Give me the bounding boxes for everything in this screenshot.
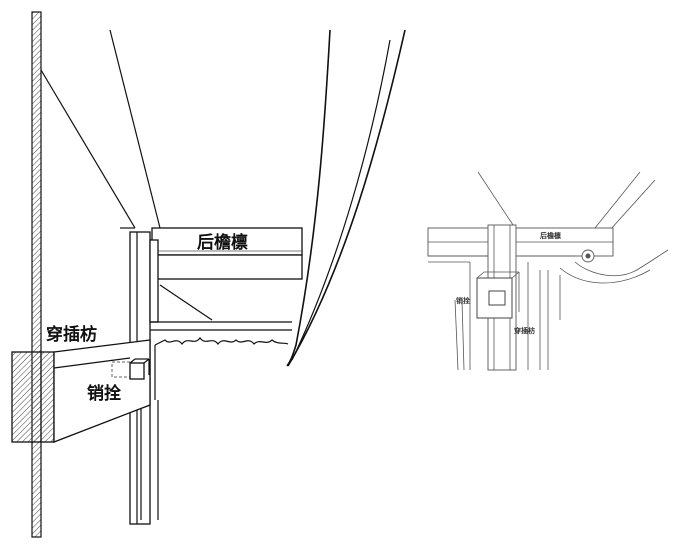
- label-rear-eave-purlin: 后檐檩: [197, 232, 248, 253]
- inset-label-rear-eave-purlin: 后檐檩: [540, 231, 561, 240]
- label-pin: 销拴: [87, 383, 121, 404]
- pin: [111, 358, 150, 380]
- label-through-tenon: 穿插枋: [46, 324, 97, 345]
- main-diagram: 后檐檩 穿插枋 销拴: [11, 11, 406, 538]
- roof-sheet: [286, 29, 406, 367]
- inset-diagram: 后檐檩 销拴 穿插枋: [427, 171, 669, 371]
- inset-label-through-tenon: 穿插枋: [514, 326, 535, 335]
- cross-beam: [150, 321, 292, 400]
- roof-rafters: [40, 29, 213, 321]
- inset-label-pin: 销拴: [455, 296, 470, 305]
- rear-eave-purlin: [151, 227, 303, 280]
- through-tenon: [11, 339, 151, 443]
- wall: [31, 11, 42, 538]
